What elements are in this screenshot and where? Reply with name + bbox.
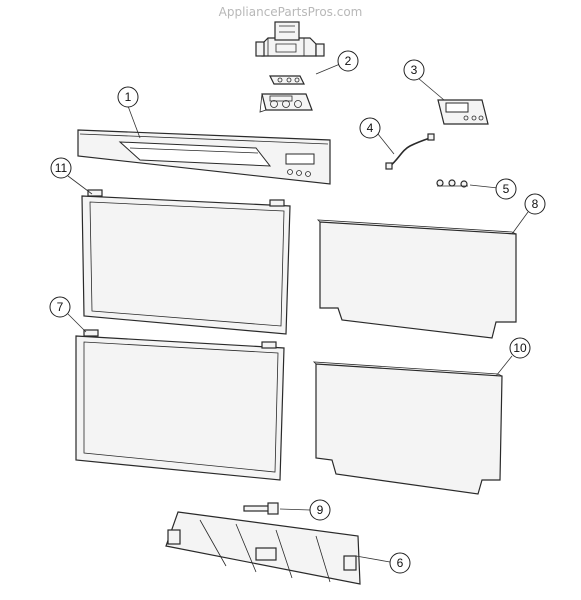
- leader-5: [469, 184, 499, 189]
- callout-label: 2: [345, 54, 352, 68]
- callout-label: 4: [367, 121, 374, 135]
- part-1-control-panel[interactable]: [77, 129, 331, 185]
- callout-7: 7: [49, 296, 71, 318]
- callout-label: 8: [532, 197, 539, 211]
- part-3-display-board[interactable]: [437, 99, 489, 125]
- callout-9: 9: [309, 499, 331, 521]
- callout-label: 9: [317, 503, 324, 517]
- callout-label: 5: [503, 182, 510, 196]
- callout-10: 10: [509, 337, 531, 359]
- watermark: AppliancePartsPros.com: [218, 5, 363, 19]
- callout-label: 11: [55, 161, 68, 175]
- callout-label: 10: [513, 341, 527, 355]
- part-10-lower-drawer-panel[interactable]: [312, 361, 503, 495]
- callout-2: 2: [337, 50, 359, 72]
- callout-label: 1: [125, 90, 132, 104]
- leader-1: [127, 105, 141, 139]
- callout-1: 1: [117, 86, 139, 108]
- part-8-upper-drawer-panel[interactable]: [316, 219, 517, 339]
- part-7-lower-drawer-front[interactable]: [75, 329, 285, 481]
- part-2-control-module[interactable]: [255, 21, 325, 113]
- callout-label: 3: [411, 63, 418, 77]
- part-4-wire-harness[interactable]: [385, 133, 435, 170]
- callout-6: 6: [389, 552, 411, 574]
- leader-3: [417, 77, 445, 101]
- callout-11: 11: [50, 157, 72, 179]
- part-5-clips[interactable]: [436, 179, 468, 188]
- leader-4: [377, 133, 395, 155]
- leader-7: [67, 313, 87, 333]
- leader-6: [355, 555, 391, 563]
- leader-8: [511, 211, 529, 235]
- callout-4: 4: [359, 117, 381, 139]
- leader-11: [67, 175, 93, 195]
- part-6-toe-kick[interactable]: [165, 511, 361, 585]
- callout-8: 8: [524, 193, 546, 215]
- callout-3: 3: [403, 59, 425, 81]
- callout-label: 6: [397, 556, 404, 570]
- part-11-upper-drawer-front[interactable]: [81, 189, 291, 335]
- callout-5: 5: [495, 178, 517, 200]
- part-9-screw[interactable]: [243, 502, 279, 515]
- leader-2: [315, 63, 341, 75]
- callout-label: 7: [57, 300, 64, 314]
- leader-9: [279, 508, 311, 511]
- leader-10: [495, 355, 513, 377]
